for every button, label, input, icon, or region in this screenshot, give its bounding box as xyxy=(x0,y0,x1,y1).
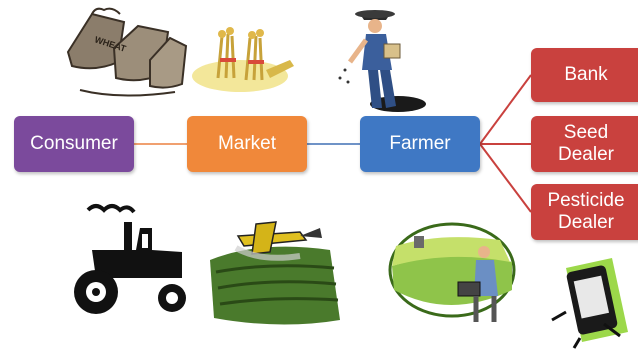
wheat-bundles-icon xyxy=(192,27,294,92)
connector-farmer-bank xyxy=(479,74,532,145)
pesticide-dealer-node: Pesticide Dealer xyxy=(531,184,638,240)
connector-farmer-pesticide xyxy=(479,143,532,213)
bank-label: Bank xyxy=(564,64,608,86)
market-label: Market xyxy=(217,133,277,155)
wheat-sacks-icon: WHEAT xyxy=(66,7,188,97)
crop-duster-plane-icon xyxy=(210,221,340,325)
seed-dealer-node: Seed Dealer xyxy=(531,116,638,172)
mobile-phone-icon xyxy=(551,258,628,349)
seed-dealer-label: Seed Dealer xyxy=(558,122,614,165)
farmer-label: Farmer xyxy=(389,133,451,155)
market-node: Market xyxy=(187,116,307,172)
consumer-label: Consumer xyxy=(30,133,118,155)
bank-node: Bank xyxy=(531,48,638,102)
pesticide-dealer-label: Pesticide Dealer xyxy=(547,190,625,233)
tractor-icon xyxy=(74,204,186,314)
farmer-sowing-icon xyxy=(338,10,426,112)
farmer-laptop-field-icon xyxy=(388,222,516,322)
consumer-node: Consumer xyxy=(14,116,134,172)
farmer-node: Farmer xyxy=(360,116,480,172)
